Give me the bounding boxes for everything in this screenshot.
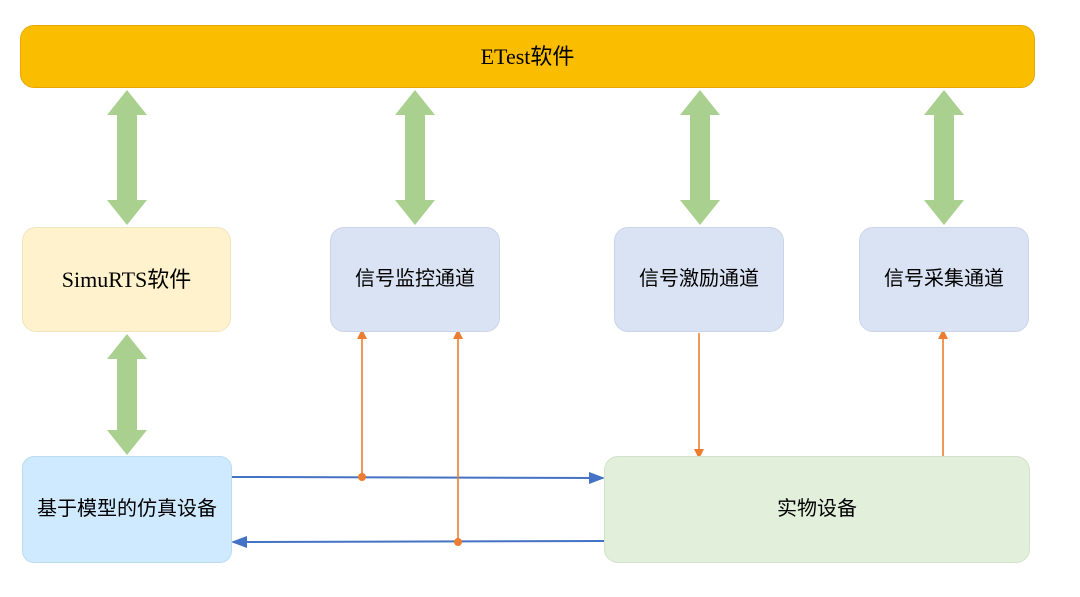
signal-acquisition-channel-box: 信号采集通道 xyxy=(859,227,1029,332)
physical-device-box: 实物设备 xyxy=(604,456,1030,563)
double-arrow-etest-acquisition xyxy=(924,90,964,225)
etest-label: ETest软件 xyxy=(480,43,575,69)
signal-monitor-channel-box: 信号监控通道 xyxy=(330,227,500,332)
double-arrow-etest-monitor xyxy=(395,90,435,225)
double-arrow-etest-simurts xyxy=(107,90,147,225)
physical-device-label: 实物设备 xyxy=(777,498,857,520)
tap-junction-dot xyxy=(454,538,462,546)
double-arrow-simurts-model xyxy=(107,334,147,455)
acquisition-channel-label: 信号采集通道 xyxy=(884,268,1004,290)
arrow-model-to-physical xyxy=(231,471,605,484)
tap-junction-dot xyxy=(358,473,366,481)
monitor-channel-label: 信号监控通道 xyxy=(355,268,475,290)
stimulus-channel-label: 信号激励通道 xyxy=(639,268,759,290)
etest-software-bar: ETest软件 xyxy=(20,25,1035,88)
model-device-label: 基于模型的仿真设备 xyxy=(37,498,217,520)
double-arrow-etest-stimulus xyxy=(680,90,720,225)
simurts-label: SimuRTS软件 xyxy=(61,266,192,292)
signal-stimulus-channel-box: 信号激励通道 xyxy=(614,227,784,332)
model-based-simulation-device-box: 基于模型的仿真设备 xyxy=(22,456,232,563)
arrow-physical-to-model xyxy=(231,535,605,548)
simurts-software-box: SimuRTS软件 xyxy=(22,227,231,332)
